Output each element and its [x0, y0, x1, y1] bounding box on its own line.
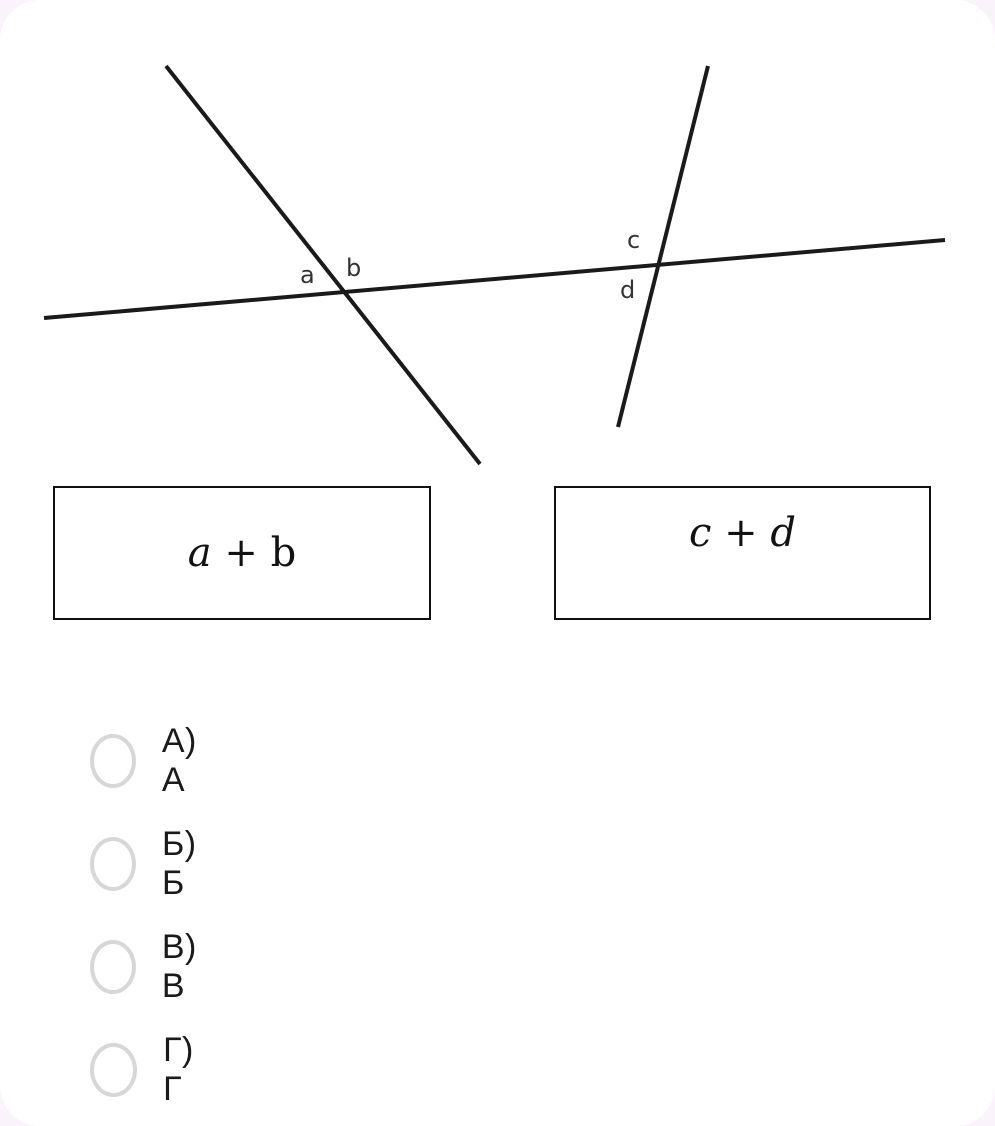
angle-label-a: a	[300, 261, 315, 289]
expression-box-a-plus-b: a + b	[53, 486, 431, 620]
option-prefix: Б)	[161, 825, 197, 863]
right-line	[616, 65, 710, 428]
option-g[interactable]: Г)Г	[90, 1031, 232, 1108]
geometry-diagram: a b c d a + b c + d	[43, 64, 946, 620]
option-text: Г	[163, 1070, 183, 1108]
transversal-line	[43, 238, 946, 320]
expr-plus: +	[224, 530, 271, 576]
radio-button-icon[interactable]	[90, 837, 136, 891]
option-text: А	[161, 761, 186, 799]
angle-label-b: b	[346, 254, 362, 282]
intersecting-lines-figure	[43, 64, 946, 466]
expression-c-plus-d: c + d	[689, 510, 796, 556]
expr-var-c: c	[689, 510, 712, 556]
expr-var-b: b	[270, 530, 297, 576]
option-text: В	[161, 967, 186, 1005]
option-label: Г)Г	[163, 1031, 232, 1109]
expression-box-c-plus-d: c + d	[554, 486, 931, 620]
option-label: Б)Б	[162, 825, 232, 903]
option-prefix: В)	[161, 928, 197, 966]
option-label: А)А	[162, 722, 232, 800]
expr-var-a: a	[187, 530, 212, 576]
option-prefix: А)	[161, 722, 197, 760]
option-a[interactable]: А)А	[90, 722, 232, 799]
angle-label-d: d	[620, 276, 636, 304]
radio-button-icon[interactable]	[90, 734, 136, 788]
radio-button-icon[interactable]	[90, 1043, 138, 1097]
option-label: В)В	[162, 928, 232, 1006]
option-prefix: Г)	[163, 1031, 194, 1069]
option-b[interactable]: Б)Б	[90, 825, 232, 902]
radio-button-icon[interactable]	[90, 940, 136, 994]
expr-plus: +	[724, 510, 771, 556]
option-v[interactable]: В)В	[90, 928, 232, 1005]
expr-var-d: d	[770, 510, 796, 556]
angle-label-c: c	[627, 226, 641, 254]
left-line	[164, 64, 482, 466]
expression-a-plus-b: a + b	[188, 530, 296, 576]
option-text: Б	[161, 864, 185, 902]
